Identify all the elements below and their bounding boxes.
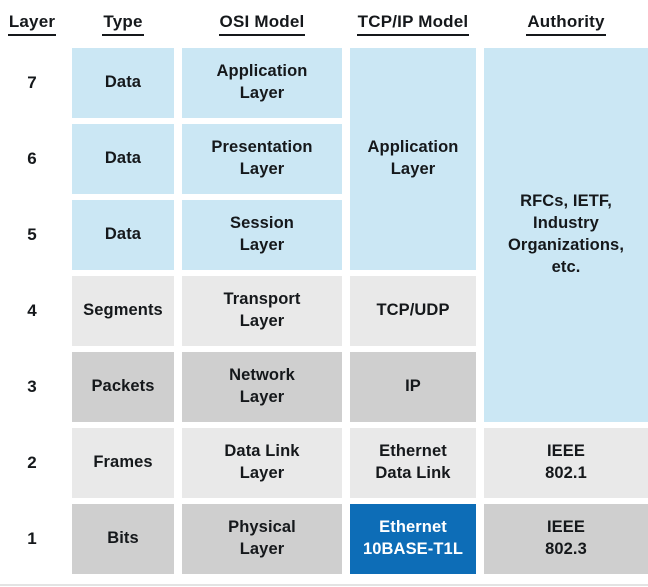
osi-cell-application-layer: Application Layer bbox=[182, 48, 342, 118]
col-header-authority-label: Authority bbox=[526, 12, 606, 36]
osi-cell-session-layer: Session Layer bbox=[182, 200, 342, 270]
type-cell-layer2: Frames bbox=[72, 428, 174, 498]
layer-number-4: 4 bbox=[27, 300, 37, 320]
col-header-type-label: Type bbox=[102, 12, 144, 36]
layer-number-3: 3 bbox=[27, 376, 37, 396]
bottom-edge-strip bbox=[0, 584, 648, 586]
tcpip-cell-ip: IP bbox=[350, 352, 476, 422]
authority-cell-ieee-802-3: IEEE 802.3 bbox=[484, 504, 648, 574]
type-cell-layer6: Data bbox=[72, 124, 174, 194]
type-cell-layer1: Bits bbox=[72, 504, 174, 574]
osi-cell-network-layer: Network Layer bbox=[182, 352, 342, 422]
col-header-osi-model-label: OSI Model bbox=[218, 12, 306, 36]
osi-cell-presentation-layer: Presentation Layer bbox=[182, 124, 342, 194]
authority-rfcs-merged-cell: RFCs, IETF, Industry Organizations, etc. bbox=[484, 48, 648, 422]
col-header-layer: Layer bbox=[0, 6, 64, 42]
osi-cell-physical-layer: Physical Layer bbox=[182, 504, 342, 574]
col-header-layer-label: Layer bbox=[7, 12, 57, 36]
tcpip-cell-tcp-udp: TCP/UDP bbox=[350, 276, 476, 346]
ethernet-10base-t1l-highlight-cell: Ethernet 10BASE-T1L bbox=[350, 504, 476, 574]
authority-cell-ieee-802-1: IEEE 802.1 bbox=[484, 428, 648, 498]
layer-number-2: 2 bbox=[27, 452, 37, 472]
col-header-tcpip-model-label: TCP/IP Model bbox=[356, 12, 470, 36]
tcpip-cell-ethernet-data-link: Ethernet Data Link bbox=[350, 428, 476, 498]
col-header-tcpip-model: TCP/IP Model bbox=[350, 6, 476, 42]
tcpip-application-merged-cell: Application Layer bbox=[350, 48, 476, 270]
layer-number-5: 5 bbox=[27, 224, 37, 244]
type-cell-layer4: Segments bbox=[72, 276, 174, 346]
layer-model-grid: Layer Type OSI Model TCP/IP Model Author… bbox=[0, 6, 648, 574]
type-cell-layer7: Data bbox=[72, 48, 174, 118]
col-header-type: Type bbox=[72, 6, 174, 42]
layer-number-7: 7 bbox=[27, 72, 37, 92]
layer-number-1: 1 bbox=[27, 528, 37, 548]
osi-cell-transport-layer: Transport Layer bbox=[182, 276, 342, 346]
col-header-osi-model: OSI Model bbox=[182, 6, 342, 42]
type-cell-layer3: Packets bbox=[72, 352, 174, 422]
type-cell-layer5: Data bbox=[72, 200, 174, 270]
col-header-authority: Authority bbox=[484, 6, 648, 42]
layer-number-6: 6 bbox=[27, 148, 37, 168]
osi-cell-data-link-layer: Data Link Layer bbox=[182, 428, 342, 498]
